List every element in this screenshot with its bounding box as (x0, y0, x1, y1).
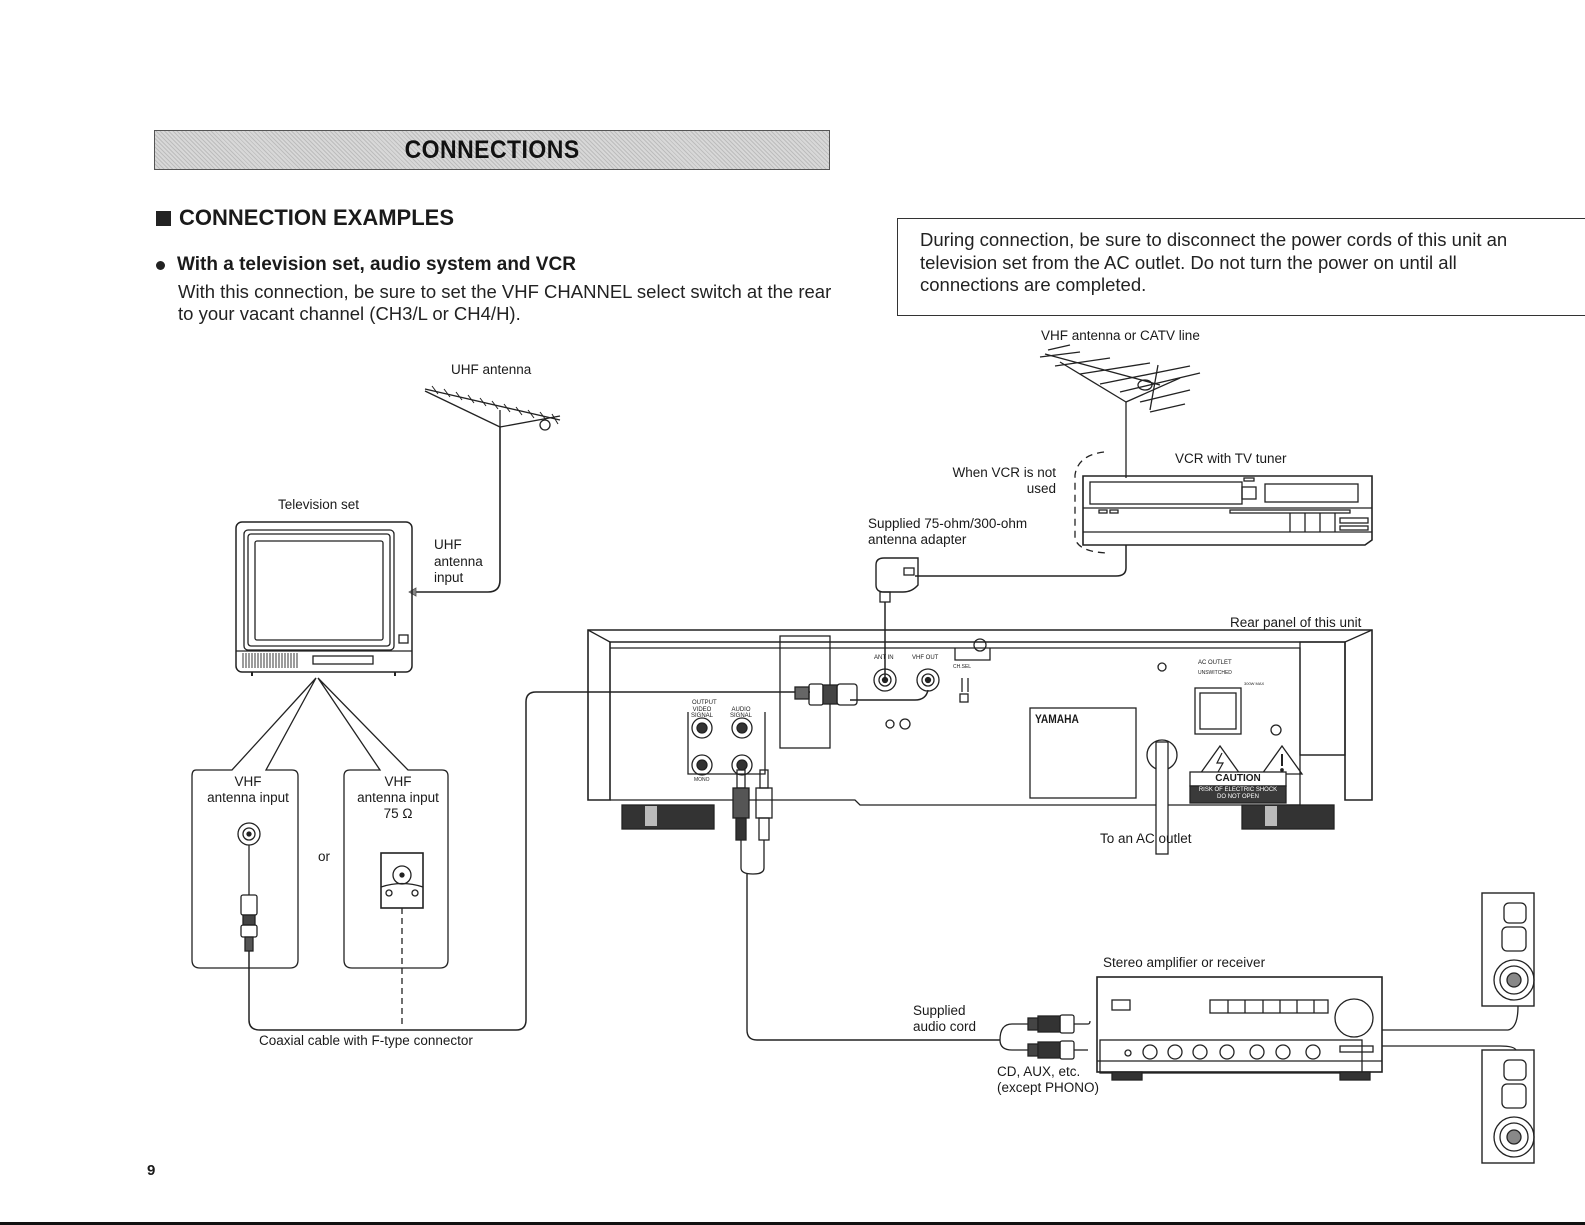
vhf-antenna-catv-label: VHF antenna or CATV line (1041, 328, 1200, 343)
label-line: antenna adapter (868, 532, 967, 547)
f-plug-icon (794, 683, 858, 706)
speaker-cable (1382, 1005, 1519, 1031)
label-line: Supplied 75-ohm/300-ohm (868, 516, 1028, 531)
subsection-body: With this connection, be sure to set the… (178, 281, 832, 324)
label-line: AUDIO (731, 707, 751, 713)
uhf-cable (416, 427, 501, 593)
bypass-dashed-line (1074, 451, 1109, 554)
when-vcr-not-used-label: When VCR is not used (946, 465, 1056, 497)
caution-label: CAUTION (1215, 773, 1261, 784)
vhf-antenna-icon (1039, 344, 1201, 440)
vhf-input-callout-right (317, 677, 449, 969)
subsection-title: With a television set, audio system and … (177, 254, 576, 275)
rear-panel-icon (587, 629, 1373, 855)
speaker-icon (1481, 892, 1535, 1007)
label-line: VIDEO (692, 707, 712, 713)
stereo-amplifier-icon (1096, 976, 1383, 1081)
uhf-antenna-icon (424, 385, 561, 431)
supplied-audio-cord-label: Supplied audio cord (913, 1003, 976, 1035)
ac-outlet-marking: AC OUTLET (1198, 660, 1232, 666)
banner-title: CONNECTIONS (404, 135, 580, 164)
label-line: antenna input (207, 790, 289, 805)
label-line: used (1026, 481, 1056, 496)
vhf-out-marking: VHF OUT (912, 655, 939, 661)
notice-line: television set from the AC outlet. Do no… (920, 251, 1457, 273)
label-line: Supplied (913, 1003, 966, 1018)
label-line: antenna input (357, 790, 439, 805)
speaker-cable (1382, 1045, 1517, 1051)
label-line: CD, AUX, etc. (997, 1064, 1081, 1079)
caution-sub-label: RISK OF ELECTRIC SHOCK DO NOT OPEN (1190, 787, 1286, 801)
vcr-to-adapter-cable (915, 545, 1127, 577)
rca-plugs-icon (732, 769, 773, 841)
ant-in-marking: ANT IN (874, 655, 894, 661)
page-number: 9 (147, 1162, 156, 1179)
brand-label: YAMAHA (1035, 712, 1079, 726)
label-line: VHF (384, 774, 412, 789)
or-label: or (318, 849, 331, 864)
television-set-label: Television set (278, 497, 360, 512)
notice-text: During connection, be sure to disconnect… (920, 229, 1585, 297)
uhf-antenna-input-label: UHF antenna input (434, 537, 483, 587)
television-set-icon (235, 521, 413, 676)
coaxial-cable (248, 691, 810, 1031)
caution-notice-box: During connection, be sure to disconnect… (897, 218, 1585, 316)
label-line: SIGNAL (730, 713, 753, 719)
bottom-rule (0, 1222, 1585, 1225)
label-line: (except PHONO) (997, 1080, 1100, 1095)
label-line: When VCR is not (952, 465, 1056, 480)
label-line: RISK OF ELECTRIC SHOCK (1198, 787, 1278, 793)
label-line: antenna (434, 553, 483, 569)
rca-plugs-amp-icon (1027, 1014, 1091, 1060)
vcr-with-tv-tuner-label: VCR with TV tuner (1175, 451, 1287, 466)
label-line: SIGNAL (691, 713, 714, 719)
label-line: DO NOT OPEN (1217, 794, 1259, 800)
max-watts-marking: 300W MAX (1244, 681, 1265, 686)
label-line: 75 Ω (383, 806, 413, 821)
page-banner: CONNECTIONS (154, 130, 830, 170)
audio-cord (740, 840, 765, 875)
f-connector-icon (240, 894, 258, 952)
antenna-adapter-label: Supplied 75-ohm/300-ohm antenna adapter (868, 516, 1027, 548)
label-line: UHF (434, 537, 462, 552)
notice-line: During connection, be sure to disconnect… (920, 229, 1508, 250)
antenna-adapter-icon (875, 557, 919, 603)
uhf-antenna-label: UHF antenna (451, 362, 532, 377)
vhf-antenna-input-75-label: VHF antenna input 75 Ω (346, 774, 450, 822)
vhf-antenna-input-label: VHF antenna input (196, 774, 300, 806)
video-signal-marking: VIDEO SIGNAL (691, 707, 713, 719)
cd-aux-label: CD, AUX, etc. (except PHONO) (997, 1064, 1099, 1096)
label-line: input (434, 570, 464, 585)
notice-line: connections are completed. (920, 274, 1147, 295)
stereo-amplifier-label: Stereo amplifier or receiver (1103, 955, 1266, 970)
rear-panel-label: Rear panel of this unit (1230, 615, 1362, 630)
unswitched-marking: UNSWITCHED (1198, 670, 1232, 676)
coaxial-cable-label: Coaxial cable with F-type connector (259, 1033, 473, 1048)
vcr-icon (1082, 475, 1373, 546)
channel-select-marking: CH.SEL (953, 664, 972, 670)
to-ac-outlet-label: To an AC outlet (1100, 831, 1192, 846)
section-title: CONNECTION EXAMPLES (179, 205, 455, 230)
screw-terminal-icon (380, 852, 424, 909)
section-heading: CONNECTION EXAMPLES (156, 205, 454, 231)
label-line: audio cord (913, 1019, 977, 1034)
mono-marking: MONO (694, 777, 710, 783)
subsection-heading: With a television set, audio system and … (156, 254, 576, 276)
f-jack-icon (237, 822, 261, 846)
vhf-input-callout-left (191, 677, 317, 969)
output-marking: OUTPUT (692, 700, 717, 706)
speaker-icon (1481, 1049, 1535, 1164)
square-bullet-icon (156, 210, 171, 226)
round-bullet-icon (156, 260, 165, 270)
label-line: VHF (234, 774, 262, 789)
audio-signal-marking: AUDIO SIGNAL (730, 707, 752, 719)
